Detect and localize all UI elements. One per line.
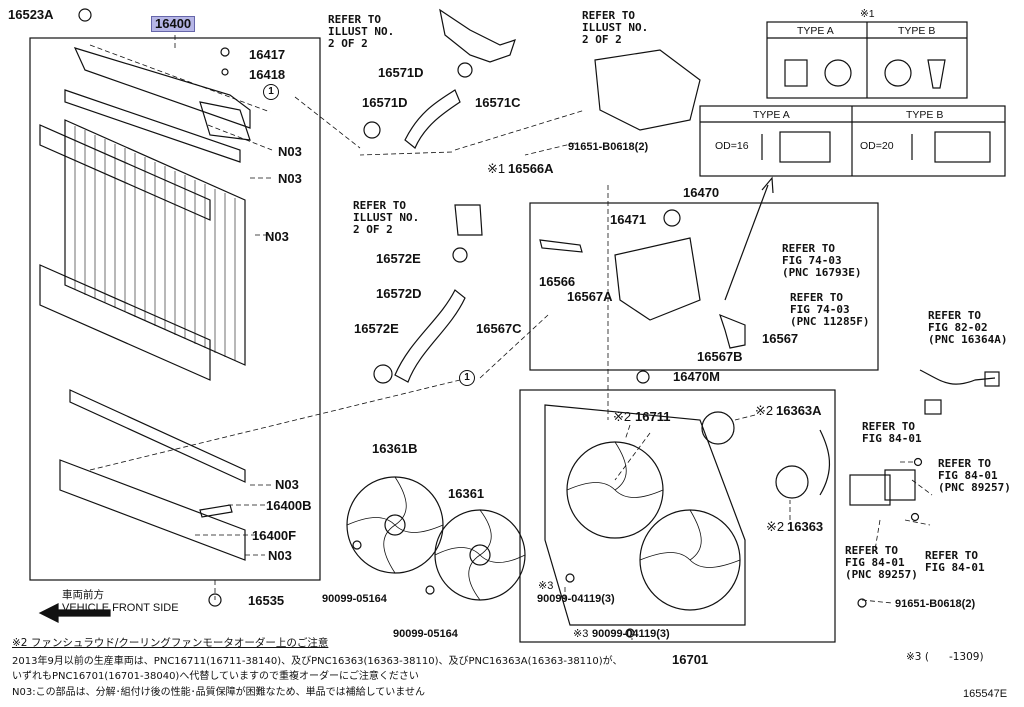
reservoir-tank xyxy=(614,237,701,321)
mark-kome2-a: ※2 xyxy=(613,409,632,424)
part-16470M[interactable]: 16470M xyxy=(673,369,720,384)
part-16400F[interactable]: 16400F xyxy=(252,528,297,543)
ref-fig8202[interactable]: REFER TO FIG 82-02 (PNC 16364A) xyxy=(928,309,1008,346)
upper-hose xyxy=(404,89,461,149)
ref-fig8401d[interactable]: REFER TO FIG 84-01 xyxy=(925,549,985,574)
part-16400[interactable]: 16400 xyxy=(151,16,196,32)
part-16567C[interactable]: 16567C xyxy=(476,321,522,336)
lower-hose xyxy=(394,289,466,383)
part-16418[interactable]: 16418 xyxy=(249,67,286,82)
callout-circle-1b: 1 xyxy=(459,370,475,386)
part-16400B[interactable]: 16400B xyxy=(266,498,312,513)
part-16572E-a[interactable]: 16572E xyxy=(376,251,421,266)
part-16535[interactable]: 16535 xyxy=(248,593,285,608)
footer-line-1: 2013年9月以前の生産車両は、PNC16711(16711-38140)、及び… xyxy=(12,656,623,667)
part-16523A[interactable]: 16523A xyxy=(8,7,54,22)
fan-shroud xyxy=(544,404,746,626)
upper-tank xyxy=(73,47,251,129)
ref-fig7403a[interactable]: REFER TO FIG 74-03 (PNC 16793E) xyxy=(782,242,862,279)
part-16470[interactable]: 16470 xyxy=(683,185,720,200)
part-16711[interactable]: 16711 xyxy=(635,409,671,424)
mark-kome1: ※1 xyxy=(487,161,506,176)
part-90099-05164-a[interactable]: 90099-05164 xyxy=(322,593,387,605)
ref-fig8401a[interactable]: REFER TO FIG 84-01 xyxy=(862,420,922,445)
part-90099-04119-a[interactable]: 90099-04119(3) xyxy=(537,593,615,605)
part-16567[interactable]: 16567 xyxy=(762,331,799,346)
footer-range: ※3 ( -1309) xyxy=(906,651,984,663)
part-16567A[interactable]: 16567A xyxy=(567,289,613,304)
lower-tank xyxy=(59,459,246,561)
lower-seal xyxy=(69,389,246,483)
radiator-core xyxy=(64,119,246,366)
side-seal xyxy=(39,124,211,221)
part-16363A[interactable]: 16363A xyxy=(776,403,822,418)
part-16566[interactable]: 16566 xyxy=(539,274,576,289)
part-n03[interactable]: N03 xyxy=(265,229,289,244)
part-91651-b[interactable]: 91651-B0618(2) xyxy=(895,598,976,610)
part-90099-04119-b[interactable]: 90099-04119(3) xyxy=(592,628,670,640)
cap-assy xyxy=(199,101,251,141)
od-table-od-a: OD=16 xyxy=(715,140,749,152)
ref-fig7403b[interactable]: REFER TO FIG 74-03 (PNC 11285F) xyxy=(790,291,870,328)
upper-pipe xyxy=(439,8,516,63)
part-16363[interactable]: 16363 xyxy=(787,519,824,534)
part-n03[interactable]: N03 xyxy=(278,144,302,159)
type-table-type-b: TYPE B xyxy=(898,25,936,37)
part-16567B[interactable]: 16567B xyxy=(697,349,743,364)
part-16566A[interactable]: 16566A xyxy=(508,161,554,176)
part-90099-05164-b[interactable]: 90099-05164 xyxy=(393,628,458,640)
footer-line-3: N03:この部品は、分解･組付け後の性能･品質保障が困難なため、単品では補給して… xyxy=(12,687,425,698)
type-table-title: ※1 xyxy=(860,8,875,20)
ref-illust-top2[interactable]: REFER TO ILLUST NO. 2 OF 2 xyxy=(582,9,649,46)
part-16572E-b[interactable]: 16572E xyxy=(354,321,399,336)
part-n03[interactable]: N03 xyxy=(278,171,302,186)
bottom-seal xyxy=(39,264,211,381)
part-16571D[interactable]: 16571D xyxy=(378,65,424,80)
mark-kome2-c: ※2 xyxy=(766,519,785,534)
part-16572D[interactable]: 16572D xyxy=(376,286,422,301)
part-16471[interactable]: 16471 xyxy=(610,212,647,227)
part-n03[interactable]: N03 xyxy=(268,548,292,563)
part-16361B[interactable]: 16361B xyxy=(372,441,418,456)
ref-fig8401b[interactable]: REFER TO FIG 84-01 (PNC 89257) xyxy=(938,457,1011,494)
part-91651-a[interactable]: 91651-B0618(2) xyxy=(568,141,649,153)
ref-illust-top[interactable]: REFER TO ILLUST NO. 2 OF 2 xyxy=(328,13,395,50)
water-outlet xyxy=(594,49,701,131)
ref-illust-mid[interactable]: REFER TO ILLUST NO. 2 OF 2 xyxy=(353,199,420,236)
mark-kome3-a: ※3 xyxy=(538,580,554,592)
footer-line-2: いずれもPNC16701(16701-38040)へ代替していますので重複オーダ… xyxy=(12,671,419,682)
mark-kome3-b: ※3 xyxy=(573,628,589,640)
part-16701[interactable]: 16701 xyxy=(672,652,709,667)
type-table-type-a: TYPE A xyxy=(797,25,834,37)
od-table-od-b: OD=20 xyxy=(860,140,894,152)
od-table-type-b: TYPE B xyxy=(906,109,944,121)
part-16571D-b[interactable]: 16571D xyxy=(362,95,408,110)
front-label-jp: 車両前方 xyxy=(62,589,104,601)
figure-id: 165547E xyxy=(963,688,1008,700)
ref-fig8401c[interactable]: REFER TO FIG 84-01 (PNC 89257) xyxy=(845,544,918,581)
footer-note-title: ※2 ファンシュラウド/クーリングファンモータオーダー上のご注意 xyxy=(12,637,329,649)
thermostat-housing xyxy=(454,204,483,236)
part-16361[interactable]: 16361 xyxy=(448,486,485,501)
front-label-en: VEHICLE FRONT SIDE xyxy=(62,602,179,614)
reservoir-group-frame xyxy=(529,202,879,371)
part-n03[interactable]: N03 xyxy=(275,477,299,492)
callout-circle-1: 1 xyxy=(263,84,279,100)
upper-seal xyxy=(64,89,241,163)
part-16571C[interactable]: 16571C xyxy=(475,95,521,110)
mark-kome2-b: ※2 xyxy=(755,403,774,418)
fan-group-frame xyxy=(519,389,836,643)
od-table-type-a: TYPE A xyxy=(753,109,790,121)
part-16417[interactable]: 16417 xyxy=(249,47,286,62)
